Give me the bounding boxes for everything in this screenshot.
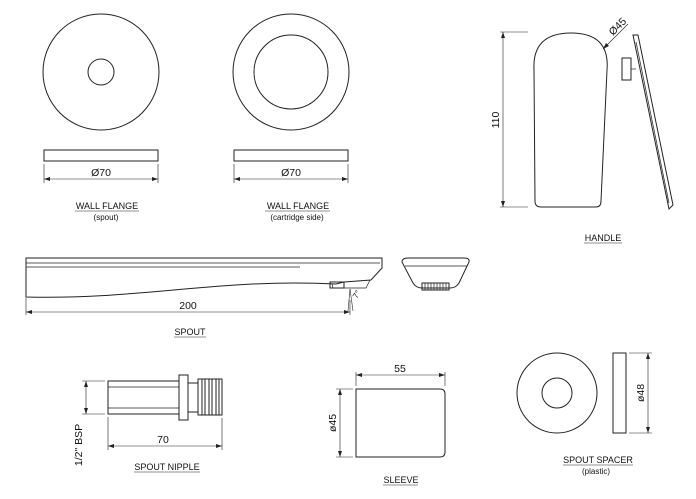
spout-end-outline [401, 257, 470, 289]
sleeve-body [355, 388, 446, 458]
spout-spacer-title: SPOUT SPACER [563, 455, 633, 465]
dim-nipple-thread: 1/2" BSP [73, 424, 85, 466]
handle-front [533, 32, 608, 208]
dim-spout-angle: 7° [351, 289, 363, 300]
spout-end-aerator [421, 282, 450, 291]
wall-flange-spout-sub: (spout) [94, 213, 119, 222]
spout-body [25, 257, 383, 298]
handle-side [632, 34, 674, 211]
spout-nipple-title: SPOUT NIPPLE [134, 462, 199, 472]
handle: Ø45 110 HANDLE [490, 15, 674, 243]
dim-spout-length: 200 [179, 300, 197, 312]
spout-spacer: ø48 SPOUT SPACER (plastic) [516, 352, 652, 476]
spout-aerator [329, 281, 345, 289]
dim-handle-height: 110 [490, 111, 502, 128]
wall-flange-cartridge-inner [253, 34, 329, 110]
dim-sleeve-dia: ø45 [327, 414, 339, 432]
wall-flange-spout-title: WALL FLANGE [76, 201, 138, 211]
dim-flange-spout: Ø70 [91, 167, 111, 179]
handle-title: HANDLE [585, 233, 622, 243]
wall-flange-spout-hole [87, 58, 115, 86]
wall-flange-spout-face [42, 13, 160, 131]
wall-flange-spout-side [43, 149, 159, 162]
spout-spacer-face [516, 352, 598, 434]
dim-sleeve-length: 55 [394, 363, 406, 375]
dim-flange-cartridge: Ø70 [281, 167, 301, 179]
spout-spacer-sub: (plastic) [582, 467, 610, 476]
spout-nipple-body [107, 380, 180, 415]
wall-flange-cartridge-side [233, 149, 349, 162]
spout-spacer-side [612, 352, 627, 434]
dim-spacer-dia: ø48 [635, 384, 647, 402]
wall-flange-cartridge-title: WALL FLANGE [267, 201, 329, 211]
sleeve: 55 ø45 SLEEVE [327, 363, 446, 485]
spout: 7° 200 SPOUT [25, 257, 383, 337]
spout-spacer-hole [541, 377, 573, 409]
handle-side-stub [621, 57, 632, 81]
spout-nipple: 1/2" BSP 70 SPOUT NIPPLE [73, 374, 223, 472]
wall-flange-spout: Ø70 WALL FLANGE (spout) [42, 13, 160, 222]
dim-nipple-length: 70 [157, 434, 169, 446]
spout-title: SPOUT [174, 327, 206, 337]
label-underlines [75, 210, 633, 486]
spout-nipple-neck [187, 382, 199, 413]
spout-nipple-collar [178, 374, 189, 421]
wall-flange-cartridge: Ø70 WALL FLANGE (cartridge side) [232, 13, 350, 222]
sleeve-title: SLEEVE [383, 475, 418, 485]
wall-flange-cartridge-face [232, 13, 350, 131]
wall-flange-cartridge-sub: (cartridge side) [270, 213, 324, 222]
dim-handle-diameter: Ø45 [607, 15, 630, 38]
spout-end-view [401, 257, 470, 291]
